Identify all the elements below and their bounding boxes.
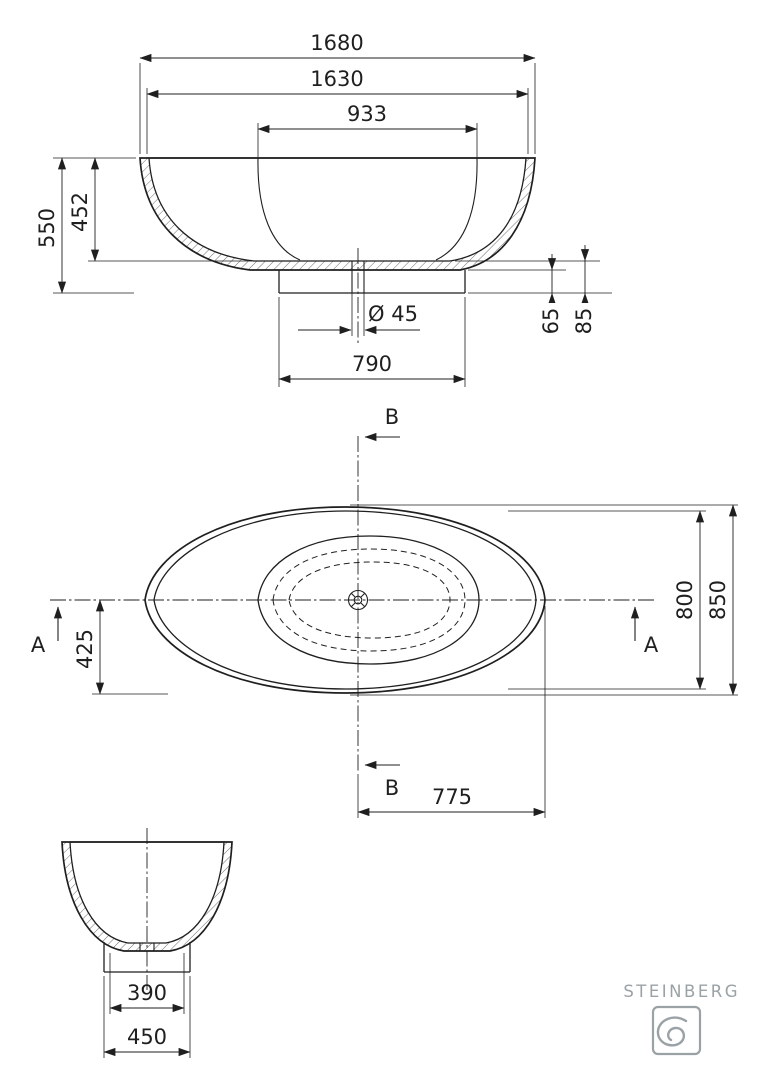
basin-silhouette-right xyxy=(435,157,478,261)
dim-inner-length: 933 xyxy=(347,102,387,126)
label-mask-65 xyxy=(543,303,560,337)
tub-outer-profile xyxy=(139,157,536,271)
section-label-a-right: A xyxy=(644,633,659,657)
basin-silhouette-left xyxy=(257,157,301,261)
drain-symbol xyxy=(347,589,369,611)
end-section-view: 390 450 xyxy=(61,828,233,1058)
dim-rim-length: 1630 xyxy=(310,67,363,91)
dim-drain-to-end: 775 xyxy=(432,785,472,809)
dim-base-inner-width: 390 xyxy=(127,981,167,1005)
tub-plan-outer xyxy=(144,506,546,694)
section-markers: B B A A xyxy=(31,405,659,800)
drain-hole-side xyxy=(351,261,365,293)
dim-overall-width: 850 xyxy=(706,580,730,620)
side-extension-lines xyxy=(53,63,612,387)
tub-inner-profile xyxy=(148,157,527,262)
side-elevation-view: 1680 1630 933 550 452 Ø 45 65 85 790 xyxy=(35,31,612,387)
dim-base-height: 85 xyxy=(572,308,596,335)
steinberg-logo-box xyxy=(651,1005,702,1056)
basin-hidden-edge-1 xyxy=(272,548,466,652)
basin-hidden-edge-2 xyxy=(288,561,451,639)
tub-plan-basin xyxy=(257,535,480,665)
end-extension-lines xyxy=(103,953,191,1058)
tub-plan-rim-inner xyxy=(153,510,537,690)
dim-drain-diameter: Ø 45 xyxy=(368,302,418,326)
brand-logo: STEINBERG xyxy=(623,982,740,1056)
brand-name: STEINBERG xyxy=(623,982,740,1001)
dim-center-offset: 425 xyxy=(73,629,97,669)
dim-base-gap: 65 xyxy=(539,308,563,335)
dim-base-length: 790 xyxy=(352,352,392,376)
dim-inner-width: 800 xyxy=(673,580,697,620)
drain-hole-end xyxy=(139,943,155,951)
steinberg-logo-icon xyxy=(656,1016,688,1047)
label-mask-85 xyxy=(576,303,593,337)
end-dimension-lines xyxy=(103,1003,191,1057)
section-label-a-left: A xyxy=(31,633,46,657)
end-outer-profile xyxy=(61,841,233,952)
end-inner-profile xyxy=(69,841,225,944)
dim-inner-depth: 452 xyxy=(68,192,92,232)
dim-overall-length: 1680 xyxy=(310,31,363,55)
dim-base-width: 450 xyxy=(127,1025,167,1049)
side-dimension-lines xyxy=(57,53,590,384)
plan-dimension-lines xyxy=(95,504,738,817)
plan-extension-lines xyxy=(92,504,738,818)
dim-total-height: 550 xyxy=(35,208,59,248)
section-label-b-top: B xyxy=(385,405,399,429)
tub-plinth xyxy=(278,270,466,294)
plan-view: B B A A 850 800 425 775 xyxy=(31,405,738,818)
section-label-b-bottom: B xyxy=(385,776,399,800)
